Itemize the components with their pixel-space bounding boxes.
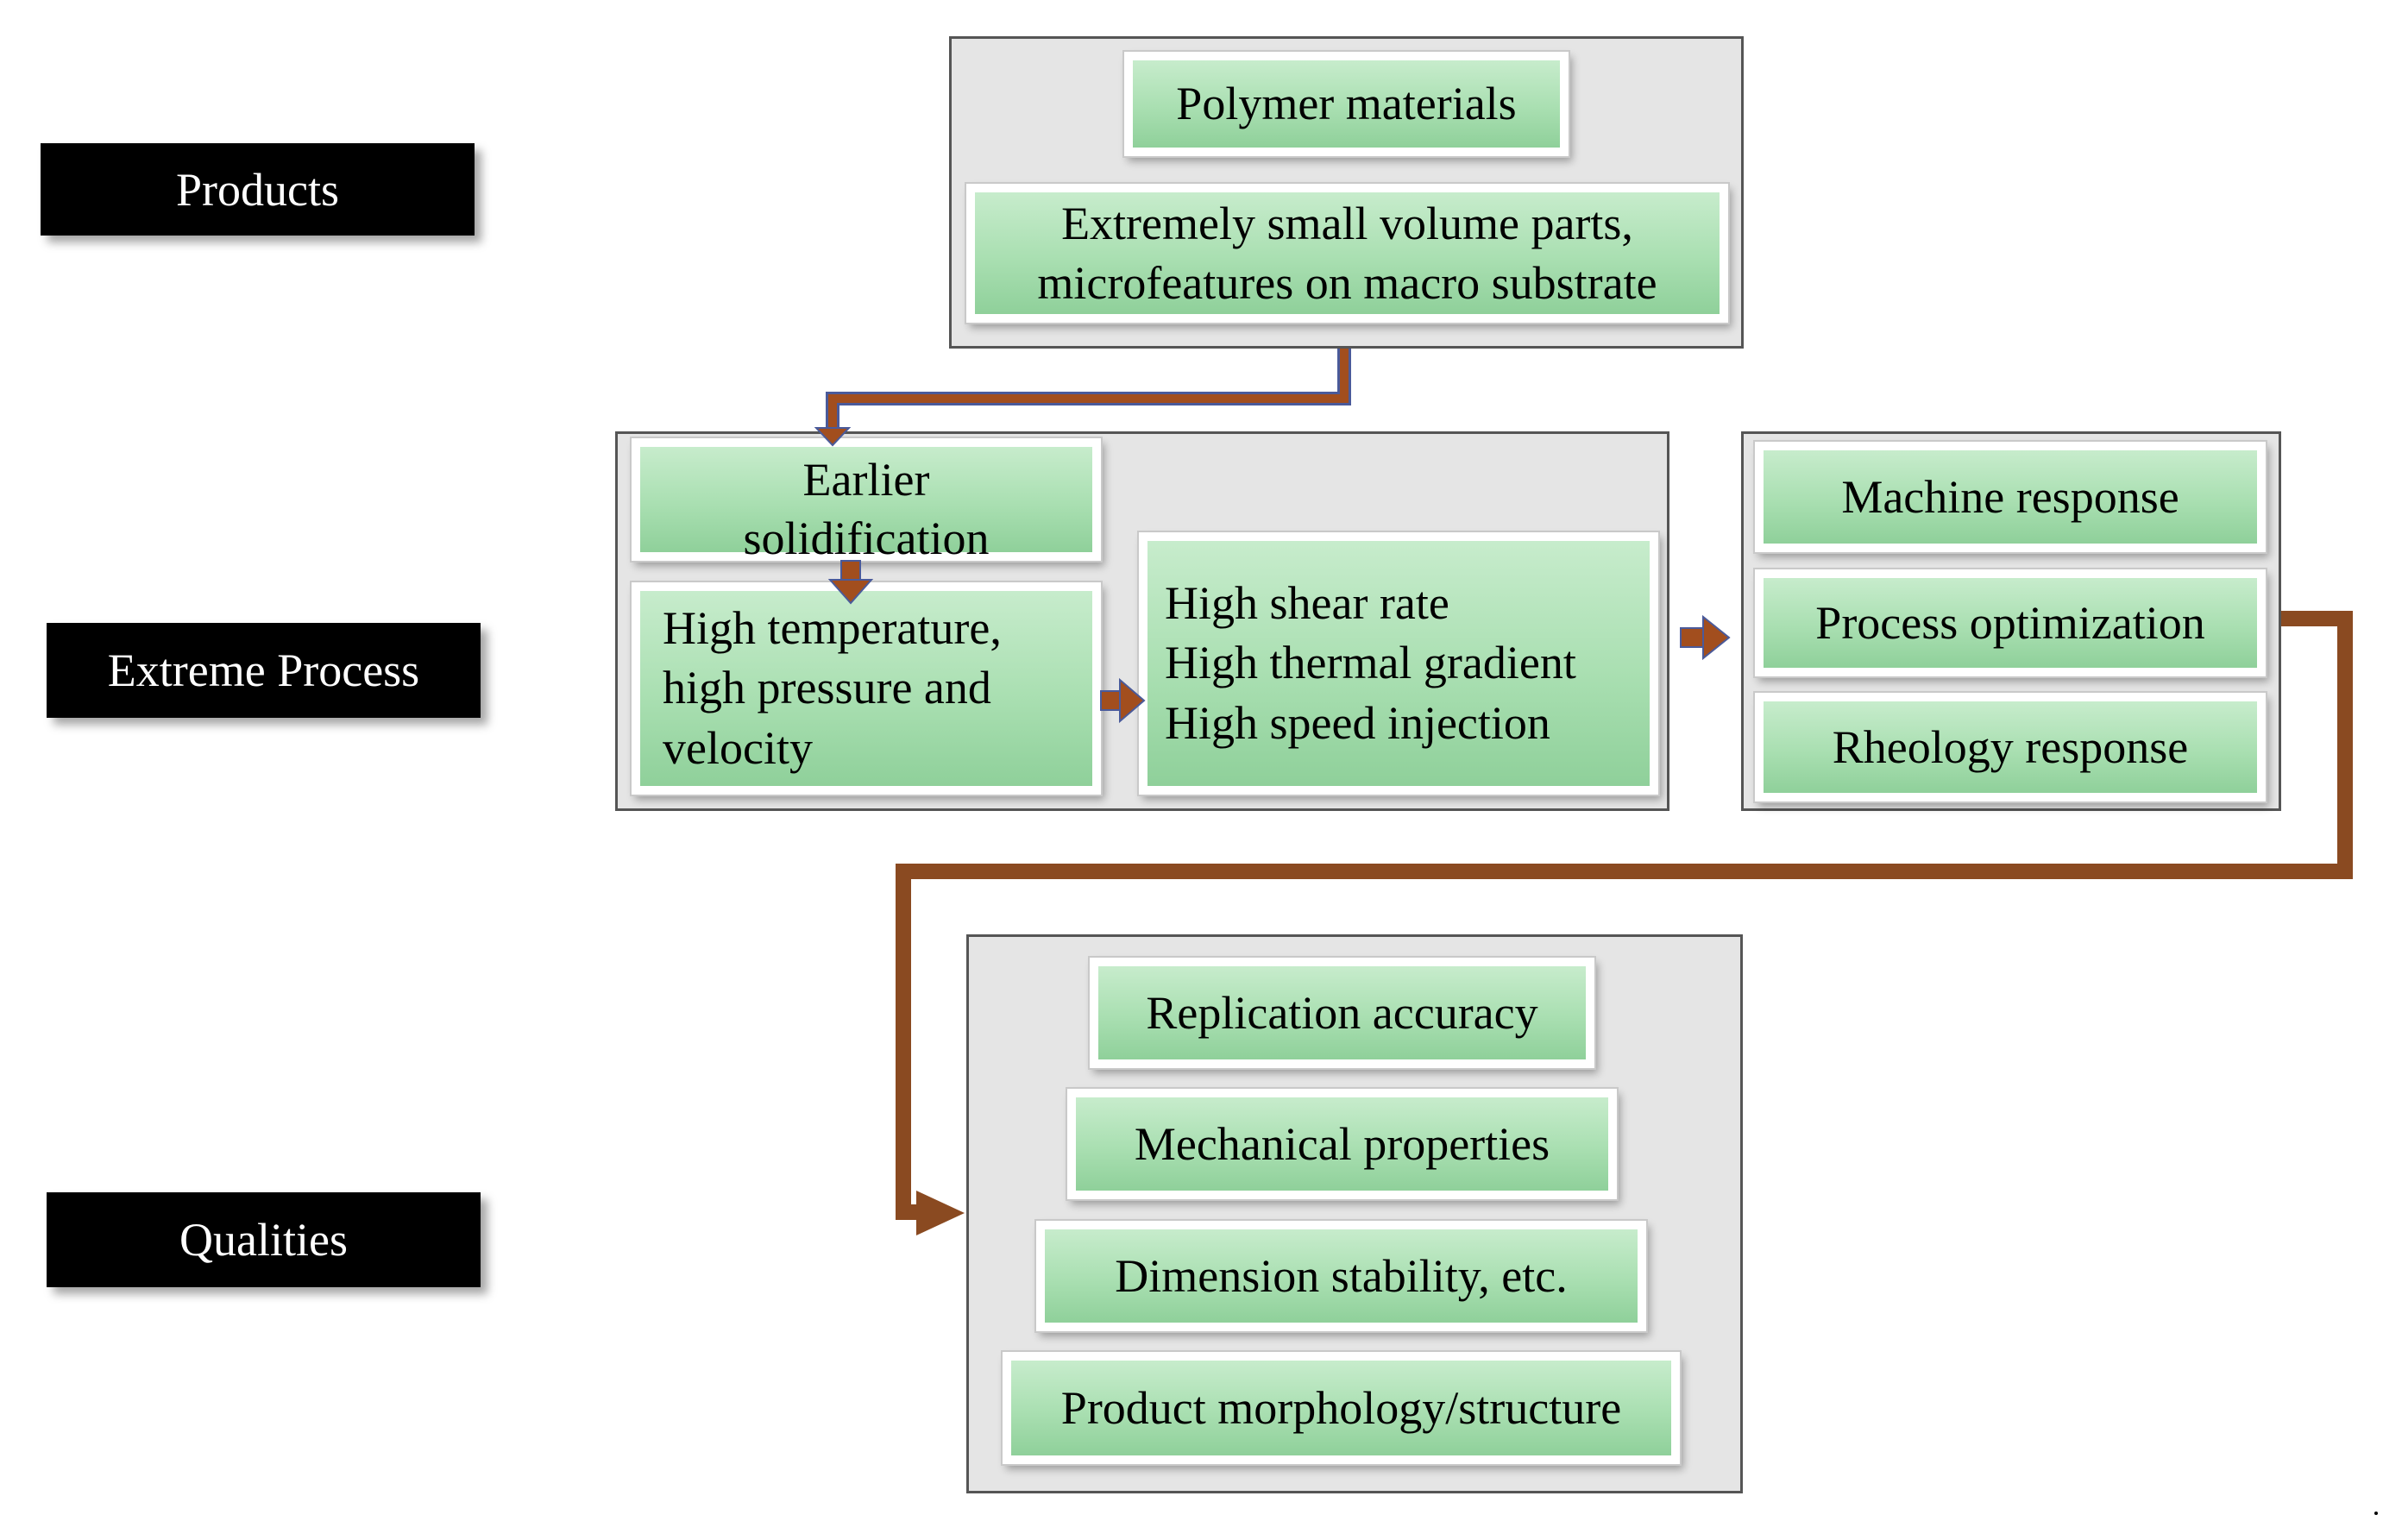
rheology-response-box: Rheology response bbox=[1755, 693, 2266, 801]
small-parts-box: Extremely small volume parts, microfeatu… bbox=[966, 184, 1728, 323]
machine-response-text: Machine response bbox=[1841, 470, 2179, 523]
dimension-stability-box: Dimension stability, etc. bbox=[1036, 1221, 1646, 1331]
polymer-materials-text: Polymer materials bbox=[1176, 78, 1517, 130]
machine-response-box: Machine response bbox=[1755, 442, 2266, 552]
process-to-responses-arrow bbox=[1680, 614, 1731, 661]
earlier-solidification-line-1: Earlier bbox=[802, 454, 930, 506]
high-temperature-line-2: high pressure and bbox=[663, 662, 991, 714]
small-parts-line-1: Extremely small volume parts, bbox=[1061, 198, 1633, 250]
high-shear-line-1: High shear rate bbox=[1165, 577, 1449, 630]
earlier-solidification-box: Earlier solidification bbox=[632, 438, 1101, 564]
small-parts-line-2: microfeatures on macro substrate bbox=[1037, 256, 1657, 309]
replication-accuracy-text: Replication accuracy bbox=[1146, 986, 1538, 1039]
high-temperature-line-1: High temperature, bbox=[663, 602, 1002, 655]
mechanical-properties-box: Mechanical properties bbox=[1067, 1089, 1617, 1199]
replication-accuracy-box: Replication accuracy bbox=[1090, 958, 1594, 1068]
high-shear-line-2: High thermal gradient bbox=[1165, 637, 1576, 689]
high-temperature-line-3: velocity bbox=[663, 721, 813, 774]
high-temperature-box: High temperature, high pressure and velo… bbox=[632, 582, 1101, 795]
qualities-label: Qualities bbox=[47, 1192, 481, 1287]
extreme-process-label: Extreme Process bbox=[47, 623, 481, 718]
high-shear-line-3: High speed injection bbox=[1165, 696, 1550, 749]
process-optimization-text: Process optimization bbox=[1815, 596, 2205, 649]
rheology-response-text: Rheology response bbox=[1832, 720, 2189, 773]
mechanical-properties-text: Mechanical properties bbox=[1134, 1117, 1550, 1170]
high-shear-box: High shear rate High thermal gradient Hi… bbox=[1139, 532, 1658, 795]
polymer-materials-box: Polymer materials bbox=[1124, 52, 1569, 156]
product-morphology-box: Product morphology/structure bbox=[1003, 1352, 1680, 1464]
dimension-stability-text: Dimension stability, etc. bbox=[1115, 1249, 1568, 1302]
earlier-solidification-line-2: solidification bbox=[743, 512, 990, 565]
products-label: Products bbox=[41, 143, 475, 236]
product-morphology-text: Product morphology/structure bbox=[1060, 1381, 1622, 1434]
stray-dot bbox=[2374, 1512, 2378, 1515]
process-optimization-box: Process optimization bbox=[1755, 569, 2266, 676]
